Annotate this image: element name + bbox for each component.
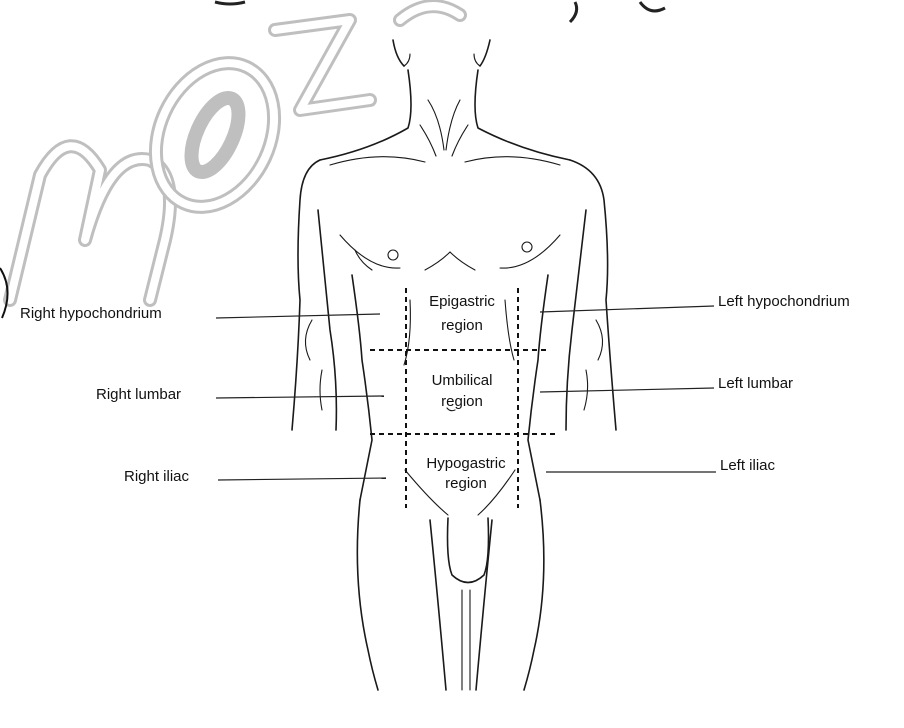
left-lumbar-label: Left lumbar (718, 375, 793, 392)
umbilical-label-line1: Umbilical (432, 372, 493, 389)
right-lumbar-label: Right lumbar (96, 386, 181, 403)
umbilical-label-line2: region (441, 393, 483, 410)
left-hypochondrium-label: Left hypochondrium (718, 293, 850, 310)
epigastric-label-line1: Epigastric (429, 293, 495, 310)
hypogastric-label-line1: Hypogastric (426, 455, 506, 472)
right-hypochondrium-label: Right hypochondrium (20, 305, 162, 322)
body-figure (292, 40, 616, 690)
right-iliac-label: Right iliac (124, 468, 190, 485)
left-iliac-label: Left iliac (720, 457, 776, 474)
epigastric-label-line2: region (441, 317, 483, 334)
hypogastric-label-line2: region (445, 475, 487, 492)
region-labels: Epigastric region Umbilical region Hypog… (426, 293, 506, 492)
watermark (10, 6, 460, 300)
